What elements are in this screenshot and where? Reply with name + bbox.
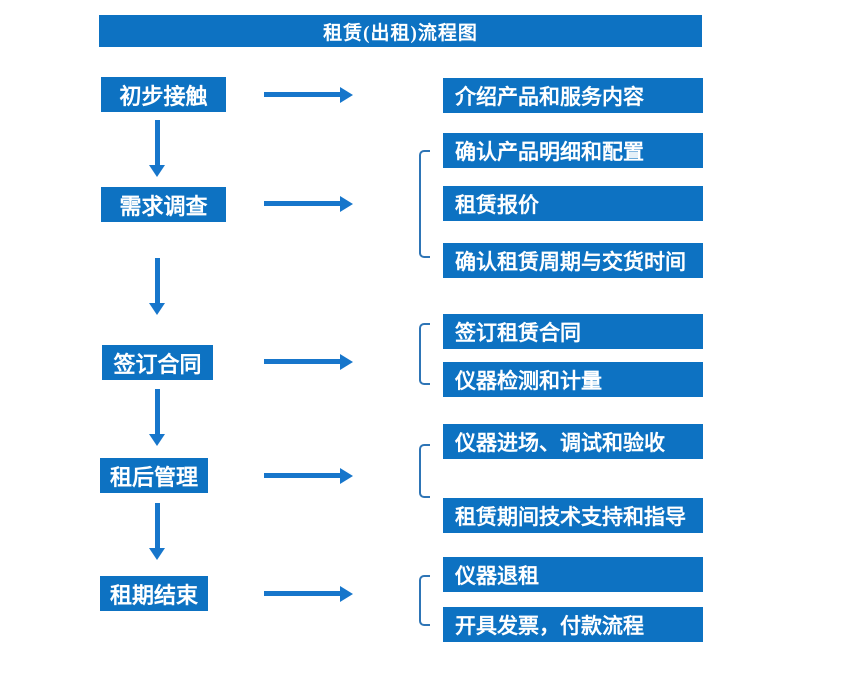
arrow-shaft bbox=[264, 473, 341, 478]
arrow-right-icon bbox=[264, 196, 353, 212]
arrow-right-icon bbox=[264, 586, 353, 602]
detail-label: 确认租赁周期与交货时间 bbox=[455, 249, 686, 274]
group-bracket bbox=[419, 575, 430, 626]
detail-box-confirm-rental-period: 确认租赁周期与交货时间 bbox=[443, 243, 703, 278]
arrow-head bbox=[340, 87, 353, 103]
arrow-down-icon bbox=[149, 389, 166, 446]
arrow-right-icon bbox=[264, 87, 353, 103]
step-box-rental-end: 租期结束 bbox=[100, 576, 208, 611]
arrow-head bbox=[340, 586, 353, 602]
arrow-head bbox=[149, 303, 165, 315]
detail-box-invoice-payment: 开具发票，付款流程 bbox=[443, 607, 703, 642]
detail-box-sign-rental-contract: 签订租赁合同 bbox=[443, 314, 703, 349]
detail-box-confirm-product-details: 确认产品明细和配置 bbox=[443, 133, 703, 168]
step-label: 需求调查 bbox=[119, 193, 208, 219]
detail-box-instrument-return: 仪器退租 bbox=[443, 557, 703, 592]
arrow-shaft bbox=[155, 120, 160, 166]
arrow-shaft bbox=[155, 258, 160, 304]
detail-label: 租赁报价 bbox=[455, 192, 539, 217]
arrow-shaft bbox=[264, 359, 341, 364]
step-label: 签订合同 bbox=[113, 351, 202, 377]
detail-label: 仪器退租 bbox=[455, 563, 539, 588]
arrow-down-icon bbox=[149, 120, 166, 177]
detail-label: 仪器进场、调试和验收 bbox=[455, 430, 665, 455]
step-box-initial-contact: 初步接触 bbox=[101, 77, 226, 112]
arrow-shaft bbox=[264, 201, 341, 206]
detail-box-instrument-testing: 仪器检测和计量 bbox=[443, 362, 703, 397]
step-box-demand-survey: 需求调查 bbox=[101, 187, 226, 222]
arrow-head bbox=[340, 196, 353, 212]
step-label: 租后管理 bbox=[109, 464, 198, 490]
step-label: 租期结束 bbox=[109, 582, 198, 608]
arrow-shaft bbox=[264, 591, 341, 596]
arrow-head bbox=[149, 165, 165, 177]
arrow-down-icon bbox=[149, 258, 166, 315]
arrow-right-icon bbox=[264, 468, 353, 484]
detail-box-rental-quote: 租赁报价 bbox=[443, 186, 703, 221]
arrow-head bbox=[340, 354, 353, 370]
detail-label: 开具发票，付款流程 bbox=[455, 613, 644, 638]
arrow-shaft bbox=[155, 389, 160, 435]
step-box-post-rental-management: 租后管理 bbox=[100, 458, 208, 493]
step-box-sign-contract: 签订合同 bbox=[102, 345, 213, 380]
arrow-head bbox=[340, 468, 353, 484]
flowchart-title-bar: 租赁(出租)流程图 bbox=[99, 15, 702, 47]
arrow-head bbox=[149, 434, 165, 446]
detail-label: 介绍产品和服务内容 bbox=[455, 84, 644, 109]
arrow-shaft bbox=[155, 503, 160, 549]
arrow-shaft bbox=[264, 92, 341, 97]
detail-label: 签订租赁合同 bbox=[455, 320, 581, 345]
arrow-right-icon bbox=[264, 354, 353, 370]
page-title: 租赁(出租)流程图 bbox=[323, 22, 478, 44]
group-bracket bbox=[419, 150, 430, 258]
step-label: 初步接触 bbox=[119, 83, 208, 109]
group-bracket bbox=[419, 444, 430, 498]
detail-box-instrument-setup-acceptance: 仪器进场、调试和验收 bbox=[443, 424, 703, 459]
group-bracket bbox=[419, 323, 430, 385]
detail-label: 确认产品明细和配置 bbox=[455, 139, 644, 164]
detail-box-technical-support: 租赁期间技术支持和指导 bbox=[443, 498, 703, 533]
arrow-head bbox=[149, 548, 165, 560]
detail-label: 租赁期间技术支持和指导 bbox=[455, 504, 686, 529]
arrow-down-icon bbox=[149, 503, 166, 560]
detail-box-introduce-products: 介绍产品和服务内容 bbox=[443, 78, 703, 113]
detail-label: 仪器检测和计量 bbox=[455, 368, 602, 393]
